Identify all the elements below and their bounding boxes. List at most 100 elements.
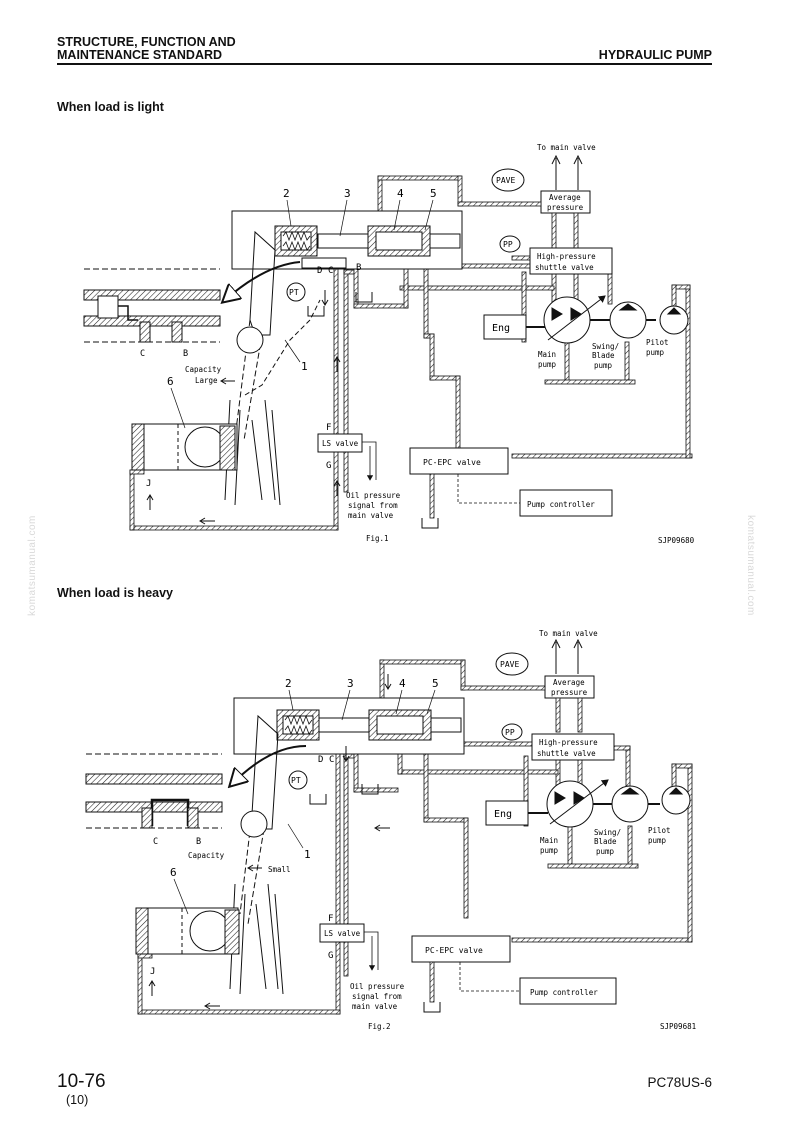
fig1-diagram: To main valve PAVE Average pressure <box>83 143 695 545</box>
fig2-main-pump-2: pump <box>540 846 559 855</box>
fig1-heading: When load is light <box>57 100 164 114</box>
fig2-num-4: 4 <box>399 677 406 690</box>
fig1-to-main-valve-label: To main valve <box>537 143 596 152</box>
fig1-swash-plate <box>224 230 321 506</box>
fig1-label-f: F <box>326 423 331 433</box>
fig1-avg-pressure-2: pressure <box>547 203 584 212</box>
fig1-oil-3: main valve <box>348 511 394 520</box>
section-line-1: STRUCTURE, FUNCTION AND <box>57 35 236 49</box>
fig1-servo-piston <box>131 423 238 471</box>
fig1-num-1: 1 <box>301 360 308 373</box>
fig2-label-f: F <box>328 914 333 924</box>
fig1-pc-epc-valve: PC-EPC valve <box>423 458 481 467</box>
fig1-spring <box>282 230 311 252</box>
fig2-oil-1: Oil pressure <box>350 982 405 991</box>
fig2-label-d: D <box>318 755 323 765</box>
fig1-flow-arrows <box>146 290 341 525</box>
fig1-pave-gauge: PAVE <box>496 176 515 185</box>
fig2-hp-shuttle-2: shuttle valve <box>537 749 596 758</box>
fig1-pilot-pump-1: Pilot <box>646 338 669 347</box>
fig2-oil-2: signal from <box>352 992 402 1001</box>
fig2-avg-pressure-2: pressure <box>551 688 588 697</box>
fig2-pt-gauge: PT <box>291 776 301 785</box>
fig1-pump-controller: Pump controller <box>527 500 595 509</box>
fig1-num-6: 6 <box>167 375 174 388</box>
fig2-pilot-pump <box>661 785 691 815</box>
fig2-swing-pump-2: Blade <box>594 837 617 846</box>
header-divider <box>57 63 712 65</box>
fig2-pump-controller: Pump controller <box>530 988 598 997</box>
fig2-diagram: To main valve PAVE Average pressure <box>85 629 696 1031</box>
fig2-capacity: Capacity <box>188 851 225 860</box>
fig2-swing-pump-3: pump <box>596 847 615 856</box>
fig1-num-2: 2 <box>283 187 290 200</box>
fig1-label-b-inset: B <box>183 349 188 359</box>
fig1-swing-pump-2: Blade <box>592 351 615 360</box>
fig2-swing-pump <box>611 785 649 823</box>
fig1-drain-tanks <box>307 292 439 529</box>
fig1-num-3: 3 <box>344 187 351 200</box>
fig1-label-d: D <box>317 266 322 276</box>
fig2-servo-valve <box>233 697 465 755</box>
fig2-main-pump-1: Main <box>540 836 558 845</box>
fig2-pave-gauge: PAVE <box>500 660 519 669</box>
fig1-label-b: B <box>356 263 361 273</box>
fig2-caption: Fig.2 <box>368 1022 391 1031</box>
fig1-capacity: Capacity <box>185 365 222 374</box>
fig2-heading: When load is heavy <box>57 586 174 600</box>
fig1-main-pump-1: Main <box>538 350 556 359</box>
fig1-num-4: 4 <box>397 187 404 200</box>
fig1-avg-pressure-1: Average <box>549 193 581 202</box>
fig2-engine: Eng <box>494 809 512 820</box>
fig2-label-b-inset: B <box>196 837 201 847</box>
fig2-num-5: 5 <box>432 677 439 690</box>
fig1-pp-gauge: PP <box>503 240 513 249</box>
fig2-detail-inset <box>85 753 223 829</box>
fig2-servo-piston <box>135 907 240 955</box>
fig1-code: SJP09680 <box>658 536 695 545</box>
fig2-pilot-pump-2: pump <box>648 836 667 845</box>
fig2-label-c: C <box>329 755 334 765</box>
fig2-pilot-pump-1: Pilot <box>648 826 671 835</box>
fig1-hp-shuttle-1: High-pressure <box>537 252 596 261</box>
fig2-flow-arrow <box>232 745 307 784</box>
fig2-oil-3: main valve <box>352 1002 398 1011</box>
fig1-main-pump-2: pump <box>538 360 557 369</box>
fig1-detail-inset <box>83 268 221 343</box>
fig2-label-j: J <box>150 967 155 977</box>
fig2-to-main-valve-arrows <box>551 638 583 674</box>
fig1-main-pump <box>543 295 606 344</box>
fig2-code: SJP09681 <box>660 1022 696 1031</box>
fig1-oil-1: Oil pressure <box>346 491 401 500</box>
fig2-pc-epc-valve: PC-EPC valve <box>425 946 483 955</box>
fig2-capacity-state: Small <box>268 865 291 874</box>
fig2-spring <box>284 714 313 736</box>
fig2-swash-plate <box>229 714 284 995</box>
fig1-label-c-inset: C <box>140 349 145 359</box>
fig1-pilot-pump-2: pump <box>646 348 665 357</box>
fig1-label-c: C <box>328 266 333 276</box>
fig1-caption: Fig.1 <box>366 534 389 543</box>
fig1-oil-2: signal from <box>348 501 398 510</box>
fig1-pilot-pump <box>659 305 689 335</box>
fig1-pt-gauge: PT <box>289 288 299 297</box>
fig2-num-1: 1 <box>304 848 311 861</box>
fig2-flow-arrows <box>148 674 392 1010</box>
model-name: PC78US-6 <box>647 1075 712 1090</box>
fig2-ls-valve: LS valve <box>324 929 361 938</box>
section-line-2: MAINTENANCE STANDARD <box>57 48 223 62</box>
fig2-num-6: 6 <box>170 866 177 879</box>
fig2-label-c-inset: C <box>153 837 158 847</box>
fig2-hp-shuttle-1: High-pressure <box>539 738 598 747</box>
fig1-capacity-state: Large <box>195 376 218 385</box>
fig1-servo-valve <box>231 210 463 270</box>
fig2-avg-pressure-1: Average <box>553 678 585 687</box>
fig1-ls-valve: LS valve <box>322 439 359 448</box>
fig2-drain-tanks <box>309 784 441 1013</box>
fig2-num-3: 3 <box>347 677 354 690</box>
fig2-swing-pump-1: Swing/ <box>594 828 621 837</box>
page-number: 10-76 <box>57 1071 106 1092</box>
page-title: HYDRAULIC PUMP <box>598 48 712 62</box>
fig1-label-j: J <box>146 479 151 489</box>
fig2-label-g: G <box>328 951 333 961</box>
